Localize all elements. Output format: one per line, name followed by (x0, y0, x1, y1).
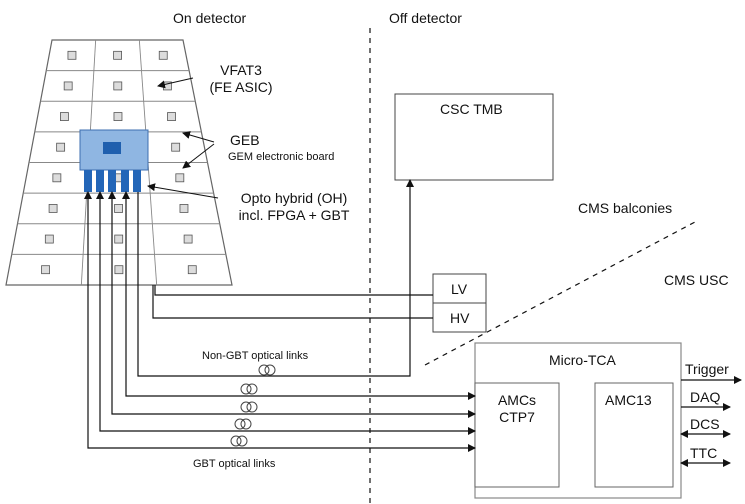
vfat3-chip (44, 234, 54, 244)
vfat3-chip (171, 142, 181, 152)
csc-tmb-label: CSC TMB (440, 101, 503, 117)
dcs-label: DCS (690, 416, 720, 432)
lv-cable (154, 285, 433, 296)
cms-usc-label: CMS USC (664, 272, 729, 288)
ttc-label: TTC (690, 445, 718, 461)
vfat3-chip (56, 142, 66, 152)
oh-label: Opto hybrid (OH) incl. FPGA + GBT (219, 190, 369, 224)
on-detector-label: On detector (173, 10, 247, 26)
vfat3-chip (113, 50, 122, 60)
vfat3-chip (113, 112, 123, 121)
amcs-line1: AMCs (497, 392, 537, 408)
gbt-links-label: GBT optical links (193, 458, 276, 470)
ctp7-line2: CTP7 (499, 409, 535, 425)
fiber-loop-icon (240, 383, 258, 395)
hv-cable (152, 285, 433, 319)
vfat3-chip (187, 265, 197, 275)
vfat3-chip (48, 204, 58, 213)
amcs-box (474, 382, 560, 488)
vfat3-chip (114, 204, 123, 213)
oh-connector (108, 170, 116, 192)
csc-tmb-box (394, 93, 554, 181)
vfat3-chip (52, 173, 62, 183)
fiber-loop-icons (230, 364, 276, 447)
amcs-label: AMCs CTP7 (478, 392, 556, 426)
oh-connector (96, 170, 104, 192)
geb-pointer-2 (182, 143, 215, 169)
oh-connector (121, 170, 129, 192)
oh-connector (84, 170, 92, 192)
amc13-box (594, 382, 674, 488)
vfat3-chip (60, 112, 69, 121)
vfat3-chip (63, 81, 73, 91)
vfat3-chip (113, 81, 123, 91)
optical-links (84, 191, 476, 452)
vfat3-chip (67, 50, 77, 60)
oh-connectors (84, 170, 141, 192)
fiber-loop-icon (230, 435, 248, 447)
non-gbt-links-label: Non-GBT optical links (202, 350, 309, 362)
micro-tca-label: Micro-TCA (549, 352, 616, 368)
vfat3-label: VFAT3 (FE ASIC) (204, 62, 278, 96)
geb-pointer-1 (182, 131, 215, 143)
daq-label: DAQ (690, 389, 721, 405)
vfat3-chip (158, 50, 168, 60)
optical-link (84, 191, 476, 452)
oh-line1: Opto hybrid (OH) (240, 190, 348, 206)
oh-fpga-chip (103, 142, 121, 154)
geb-description: GEM electronic board (228, 151, 335, 163)
vfat3-chip (41, 265, 50, 275)
oh-line2: incl. FPGA + GBT (238, 207, 350, 223)
amc13-label: AMC13 (605, 392, 652, 408)
fiber-loop-icon (258, 364, 276, 376)
hv-label: HV (450, 310, 470, 326)
off-detector-label: Off detector (389, 10, 462, 26)
trigger-label: Trigger (685, 361, 729, 377)
vfat3-pointer (157, 77, 194, 89)
cms-balconies-label: CMS balconies (578, 200, 673, 216)
vfat3-chip (167, 112, 176, 121)
vfat3-chip (183, 234, 193, 244)
fiber-loop-icon (240, 401, 258, 413)
oh-connector (133, 170, 141, 192)
fiber-loop-icon (234, 418, 252, 430)
vfat3-chip (179, 204, 189, 213)
vfat3-chip (114, 234, 124, 244)
vfat3-chip (114, 265, 124, 275)
lv-label: LV (451, 281, 468, 297)
vfat3-line1: VFAT3 (220, 62, 262, 78)
geb-label: GEB (230, 132, 260, 148)
vfat3-line2: (FE ASIC) (209, 79, 273, 95)
vfat3-chip (175, 173, 185, 183)
output-links (680, 376, 742, 467)
